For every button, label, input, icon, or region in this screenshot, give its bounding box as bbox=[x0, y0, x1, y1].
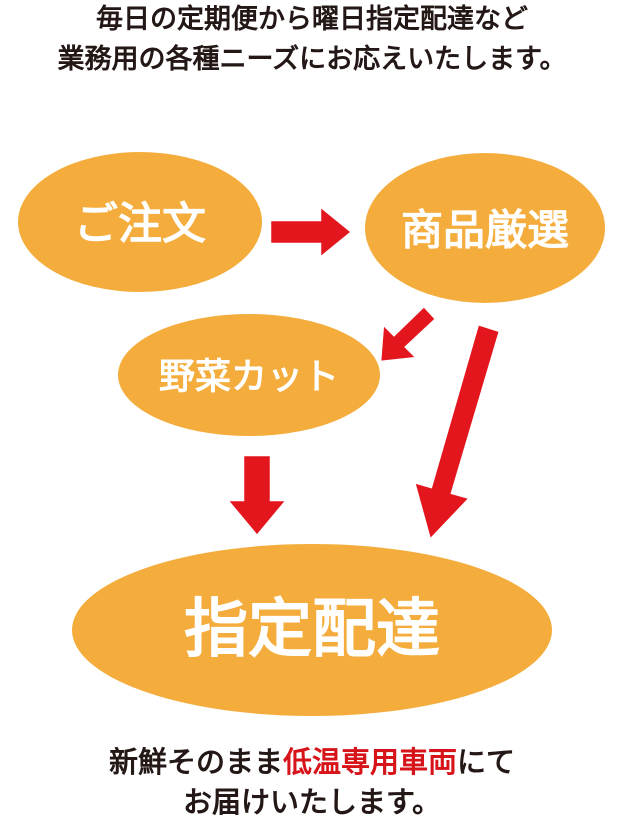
footer-line-1: 新鮮そのまま低温専用車両にて bbox=[0, 742, 624, 782]
selection-label: 商品厳選 bbox=[401, 206, 569, 255]
footer-text: 新鮮そのまま bbox=[108, 745, 283, 779]
footer-text-end: にて bbox=[457, 745, 516, 779]
header-line-1: 毎日の定期便から曜日指定配達など bbox=[96, 4, 528, 35]
footer-highlight: 低温専用車両 bbox=[282, 745, 457, 779]
delivery-bubble bbox=[72, 544, 552, 716]
cutting-bubble bbox=[118, 314, 380, 436]
cutting-label: 野菜カット bbox=[159, 357, 339, 398]
delivery-label: 指定配達 bbox=[184, 593, 440, 667]
order-label: ご注文 bbox=[74, 199, 206, 250]
arrow-down-left-icon bbox=[378, 304, 438, 364]
header-line-2: 業務用の各種ニーズにお応えいたします。 bbox=[57, 44, 567, 75]
arrow-long-diagonal-icon bbox=[412, 322, 502, 543]
arrow-right-icon bbox=[268, 203, 354, 261]
order-bubble bbox=[18, 152, 262, 292]
arrow-down-icon bbox=[224, 453, 290, 538]
selection-bubble bbox=[365, 153, 605, 303]
footer-line-2: お届けいたします。 bbox=[182, 785, 442, 819]
